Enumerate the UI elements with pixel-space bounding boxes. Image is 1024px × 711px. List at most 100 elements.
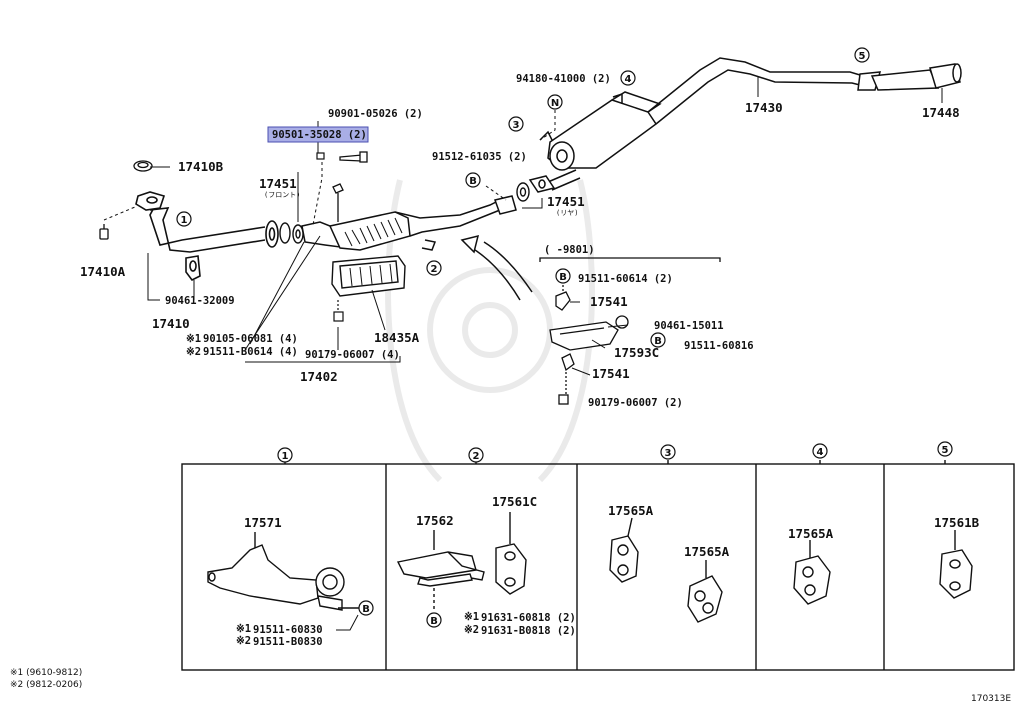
label-17448[interactable]: 17448 xyxy=(922,105,960,120)
rubber-hanger-17565A-c-icon xyxy=(793,540,831,605)
box2-mark-1: ※1 xyxy=(464,611,479,623)
label-90501-35028[interactable]: 90501-35028 (2) xyxy=(272,129,367,141)
rubber-hanger-17561C-icon xyxy=(495,512,527,595)
label-17410A[interactable]: 17410A xyxy=(80,264,126,279)
highlight-90501-35028 xyxy=(267,126,369,143)
leader-lines xyxy=(147,76,943,376)
footnote-1: ※1 (9610-9812) xyxy=(10,668,82,678)
box-callout-1: 1 xyxy=(277,447,293,463)
label-91631-60818[interactable]: 91631-60818 (2) xyxy=(481,612,576,624)
box-callout-5: 5 xyxy=(937,441,953,457)
svg-text:2: 2 xyxy=(431,264,438,275)
svg-text:B: B xyxy=(430,616,438,627)
box-callout-4: 4 xyxy=(812,443,828,459)
svg-text:3: 3 xyxy=(665,448,672,459)
svg-text:1: 1 xyxy=(282,451,289,462)
leader-94180 xyxy=(539,110,556,141)
label-91511-60830[interactable]: 91511-60830 xyxy=(253,624,323,636)
heat-insulator-18435A xyxy=(331,255,406,297)
svg-text:5: 5 xyxy=(942,445,949,456)
leader-90901 xyxy=(312,162,323,226)
callout-2: 2 xyxy=(426,260,442,276)
label-17561B[interactable]: 17561B xyxy=(934,515,980,530)
label-91512-61035[interactable]: 91512-61035 (2) xyxy=(432,151,527,163)
svg-text:3: 3 xyxy=(513,120,520,131)
label-17565A-b[interactable]: 17565A xyxy=(684,544,730,559)
label-17451-rear[interactable]: 17451 xyxy=(547,194,585,209)
svg-text:B: B xyxy=(559,272,567,283)
part-17410A-icon xyxy=(99,224,109,240)
label-90901-05026[interactable]: 90901-05026 (2) xyxy=(328,108,423,120)
callout-5: 5 xyxy=(854,47,870,63)
svg-text:5: 5 xyxy=(859,51,866,62)
rubber-hanger-17565A-a-icon xyxy=(609,517,639,583)
label-17593C[interactable]: 17593C xyxy=(614,345,659,360)
label-90179-06007-upper[interactable]: 90179-06007 (4) xyxy=(305,349,400,361)
label-17410B[interactable]: 17410B xyxy=(178,159,224,174)
box2-mark-2: ※2 xyxy=(464,624,479,636)
box-callout-2: 2 xyxy=(468,447,484,463)
label-91511-B0830[interactable]: 91511-B0830 xyxy=(253,636,323,648)
label-17430[interactable]: 17430 xyxy=(745,100,783,115)
svg-text:B: B xyxy=(654,336,662,347)
leader-91512 xyxy=(485,185,507,201)
bracket-17571-icon xyxy=(207,532,360,611)
callout-4: 4 xyxy=(620,70,636,86)
label-18435A[interactable]: 18435A xyxy=(374,330,420,345)
pointer-arrow xyxy=(460,234,533,301)
svg-text:4: 4 xyxy=(625,74,632,85)
label-91511-60816[interactable]: 91511-60816 xyxy=(684,340,754,352)
box1-leader xyxy=(336,614,359,631)
diagram-code: 170313E xyxy=(971,694,1011,704)
front-pipe-17410 xyxy=(135,191,279,282)
box-callout-3: 3 xyxy=(660,444,676,460)
label-90461-15011[interactable]: 90461-15011 xyxy=(654,320,724,332)
callout-b-inset-2: B xyxy=(650,332,666,348)
callout-b-upper: B xyxy=(465,172,481,188)
svg-text:4: 4 xyxy=(817,447,824,458)
box1-mark-1: ※1 xyxy=(236,623,251,635)
callout-3: 3 xyxy=(508,116,524,132)
label-17565A-a[interactable]: 17565A xyxy=(608,503,654,518)
bracket-17562-icon xyxy=(396,530,485,612)
label-17402[interactable]: 17402 xyxy=(300,369,338,384)
label-91631-B0818[interactable]: 91631-B0818 (2) xyxy=(481,625,576,637)
label-91511-60614[interactable]: 91511-60614 (2) xyxy=(578,273,673,285)
label-90461-32009[interactable]: 90461-32009 xyxy=(165,295,235,307)
label-17451-front[interactable]: 17451 xyxy=(259,176,297,191)
label-90179-06007-inset[interactable]: 90179-06007 (2) xyxy=(588,397,683,409)
mark-2: ※2 xyxy=(186,346,201,358)
inset-hanger-parts xyxy=(539,257,721,405)
rubber-hanger-17561B-icon xyxy=(939,530,973,599)
label-17565A-c[interactable]: 17565A xyxy=(788,526,834,541)
callout-n: N xyxy=(547,94,563,110)
label-17561C[interactable]: 17561C xyxy=(492,494,537,509)
note-front: (フロント) xyxy=(264,191,300,199)
footnote-2: ※2 (9812-0206) xyxy=(10,680,82,690)
bolt-90105-icon xyxy=(332,183,344,222)
mark-1: ※1 xyxy=(186,333,201,345)
leader-17410A xyxy=(103,206,136,221)
nut-90179-icon xyxy=(333,300,344,322)
label-17541-b[interactable]: 17541 xyxy=(592,366,630,381)
label-94180-41000[interactable]: 94180-41000 (2) xyxy=(516,73,611,85)
rubber-hanger-17565A-b-icon xyxy=(687,560,723,623)
note-rear: (リヤ) xyxy=(556,209,578,217)
gasket-17451-front xyxy=(279,222,304,244)
box2-callout-b: B xyxy=(426,612,442,628)
catalytic-converter-17402 xyxy=(301,195,517,251)
box1-mark-2: ※2 xyxy=(236,635,251,647)
svg-text:B: B xyxy=(362,604,370,615)
tail-pipe-17448 xyxy=(857,63,962,91)
label-17410[interactable]: 17410 xyxy=(152,316,190,331)
gasket-17451-rear xyxy=(516,182,530,202)
label-17562[interactable]: 17562 xyxy=(416,513,454,528)
label-17541-a[interactable]: 17541 xyxy=(590,294,628,309)
muffler-17430 xyxy=(528,57,873,193)
label-17571[interactable]: 17571 xyxy=(244,515,282,530)
label-90105-06081[interactable]: 90105-06081 (4) xyxy=(203,333,298,345)
label-91511-B0614[interactable]: 91511-B0614 (4) xyxy=(203,346,298,358)
callout-1: 1 xyxy=(176,211,192,227)
